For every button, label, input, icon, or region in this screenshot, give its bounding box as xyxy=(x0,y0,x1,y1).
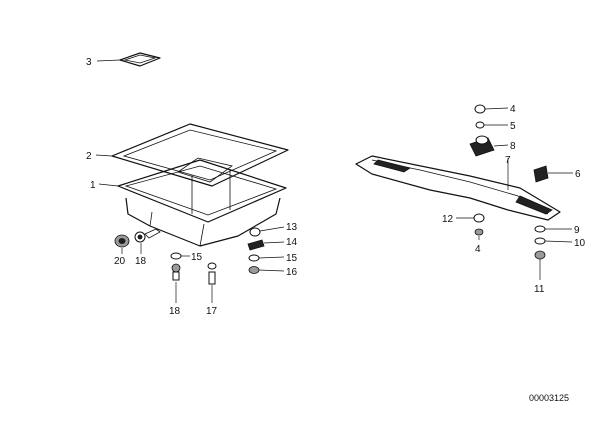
drain-plug-group xyxy=(114,228,161,254)
oil-pan-part xyxy=(98,157,287,247)
callout-5: 5 xyxy=(510,121,516,132)
callout-6: 6 xyxy=(575,169,581,180)
callout-11: 11 xyxy=(534,284,545,295)
callout-14: 14 xyxy=(286,237,298,248)
callout-3: 3 xyxy=(86,57,92,68)
rubber-mount-part xyxy=(469,104,509,157)
callout-15-right: 15 xyxy=(286,253,298,264)
callout-2: 2 xyxy=(86,151,92,162)
callout-4-top: 4 xyxy=(510,104,516,115)
diagram-reference-number: 00003125 xyxy=(529,393,570,403)
callout-17: 17 xyxy=(206,306,218,317)
callout-15-left: 15 xyxy=(191,252,203,263)
callout-18-left: 18 xyxy=(135,256,147,267)
callout-13: 13 xyxy=(286,222,298,233)
callout-16: 16 xyxy=(286,267,298,278)
callout-12: 12 xyxy=(442,214,454,225)
nut-group-center xyxy=(456,213,485,240)
bolt-group-left xyxy=(170,252,217,303)
callout-18-bottom: 18 xyxy=(169,306,181,317)
bolt-group-right xyxy=(247,226,285,274)
callout-10: 10 xyxy=(574,238,586,249)
callout-9: 9 xyxy=(574,225,580,236)
callout-4-bottom: 4 xyxy=(475,244,481,255)
gasket-small-part xyxy=(96,52,161,67)
callout-8: 8 xyxy=(510,141,516,152)
callout-7: 7 xyxy=(505,155,511,166)
oil-pan-gasket-part xyxy=(95,123,289,187)
bolt-group-crossmember-end xyxy=(533,165,573,280)
crossmember-part xyxy=(355,155,561,221)
callout-20: 20 xyxy=(114,256,126,267)
callout-1: 1 xyxy=(90,180,96,191)
